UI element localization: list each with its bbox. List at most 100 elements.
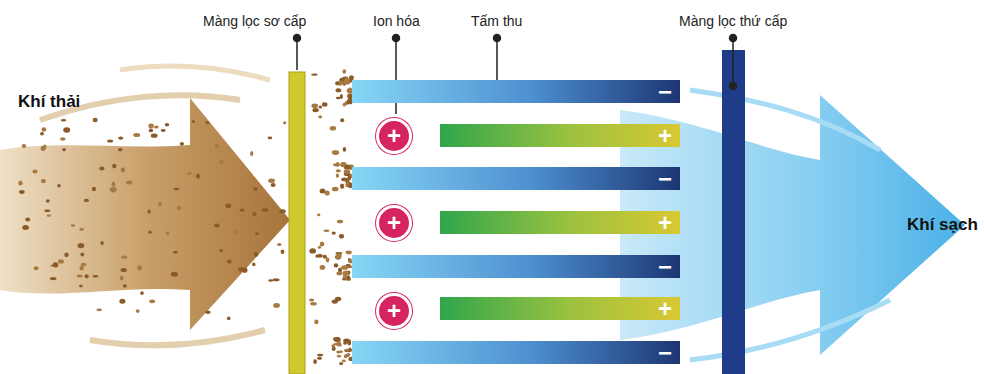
dust-particle (347, 275, 351, 280)
polarity-sign: + (387, 299, 401, 323)
dust-particle (252, 212, 256, 216)
dust-particle (166, 232, 170, 236)
dust-particle (317, 354, 323, 357)
dust-particle (318, 115, 322, 118)
dust-particle (317, 254, 322, 258)
dust-particle (205, 311, 211, 314)
dust-particle (148, 210, 151, 214)
ionizer-circle: + (376, 205, 412, 241)
dust-particle (161, 129, 166, 132)
dust-particle (343, 81, 350, 85)
dust-particle (234, 230, 238, 235)
collector-plate-negative: − (352, 341, 680, 364)
dust-particle (118, 148, 123, 151)
dust-particle (196, 174, 200, 179)
polarity-sign: + (658, 124, 672, 148)
dust-particle (317, 357, 322, 360)
polarity-sign: − (658, 80, 672, 104)
dust-particle (81, 263, 87, 267)
dust-particle (339, 234, 344, 239)
dust-particle (342, 162, 346, 167)
dust-particle (148, 231, 152, 234)
dust-particle (345, 349, 349, 351)
dust-particle (174, 188, 180, 191)
dust-particle (344, 354, 350, 357)
dust-particle (121, 167, 125, 172)
collector-label: Tấm thu (471, 13, 522, 29)
dust-particle (165, 123, 169, 126)
dust-particle (323, 255, 327, 259)
dust-particle (312, 108, 318, 112)
dust-particle (215, 144, 219, 149)
dust-particle (320, 242, 325, 247)
ionizer-circle: + (376, 118, 412, 154)
dust-particle (317, 255, 321, 257)
dust-particle (58, 259, 64, 263)
filter-label: Màng lọc sơ cấp (203, 13, 306, 29)
dust-particle (337, 253, 341, 258)
dust-particle (347, 341, 351, 346)
dust-particle (46, 199, 50, 203)
dust-particle (343, 103, 346, 107)
dust-particle (332, 347, 336, 352)
secondary-filter (722, 50, 745, 374)
dust-particle (180, 142, 184, 146)
dust-particle (320, 189, 326, 194)
dust-particle (187, 172, 192, 175)
dust-particle (318, 246, 321, 249)
dust-particle (112, 182, 116, 187)
dust-particle (22, 144, 27, 148)
exhaust-stream (90, 330, 265, 345)
dust-particle (277, 243, 281, 246)
dust-particle (344, 349, 350, 352)
dust-particle (118, 137, 123, 140)
dust-particle (61, 119, 67, 122)
dust-particle (227, 260, 231, 264)
dust-particle (311, 103, 318, 108)
dust-particle (343, 81, 350, 84)
dust-particle (219, 160, 224, 165)
dust-particle (334, 263, 339, 267)
dust-particle (273, 278, 280, 281)
dust-particle (259, 227, 266, 231)
outlet-label: Khí sạch (907, 215, 978, 235)
dust-particle (254, 252, 259, 257)
dust-particle (283, 121, 286, 124)
dust-particle (345, 77, 348, 81)
primary-filter (289, 72, 305, 374)
dust-particle (47, 214, 52, 216)
collector-plate-negative: − (352, 80, 680, 103)
dust-particle (77, 275, 83, 278)
dust-particle (349, 75, 354, 79)
dust-particle (343, 271, 349, 275)
exhaust-stream (120, 66, 270, 80)
collector-plate-negative: − (352, 255, 680, 278)
dust-particle (309, 298, 314, 301)
dust-particle (322, 102, 328, 106)
exhaust-arrow (0, 98, 290, 330)
dust-particle (344, 169, 350, 174)
leader-dot (730, 35, 737, 42)
dust-particle (79, 228, 84, 231)
dust-particle (252, 263, 255, 267)
dust-particle (123, 284, 127, 287)
clean-air-stream (690, 90, 880, 150)
dust-particle (78, 243, 85, 248)
dust-particle (268, 137, 273, 140)
dust-particle (268, 179, 275, 183)
ionizer-label: Ion hóa (373, 13, 420, 29)
dust-particle (126, 181, 132, 185)
dust-particle (268, 279, 273, 282)
dust-particle (64, 252, 68, 257)
ionizer-circle: + (376, 293, 412, 329)
dust-particle (158, 202, 162, 207)
dust-particle (281, 250, 285, 254)
dust-particle (345, 179, 349, 184)
dust-particle (40, 132, 44, 135)
dust-particle (137, 265, 142, 270)
dust-particle (346, 179, 349, 182)
polarity-sign: + (387, 124, 401, 148)
dust-particle (205, 121, 209, 124)
dust-particle (336, 169, 341, 172)
dust-particle (171, 272, 178, 277)
